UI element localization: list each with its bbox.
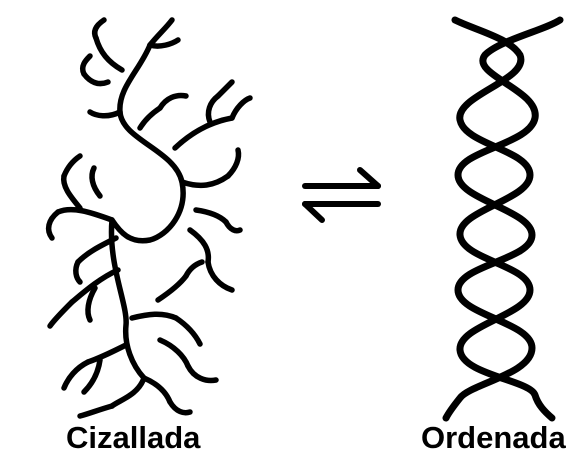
sheared-state-label: Cizallada xyxy=(66,420,200,456)
double-helix-icon xyxy=(446,20,560,418)
ordered-state-label: Ordenada xyxy=(421,420,566,456)
equilibrium-arrows-icon xyxy=(305,170,378,220)
random-coil-polymer-icon xyxy=(49,20,250,416)
